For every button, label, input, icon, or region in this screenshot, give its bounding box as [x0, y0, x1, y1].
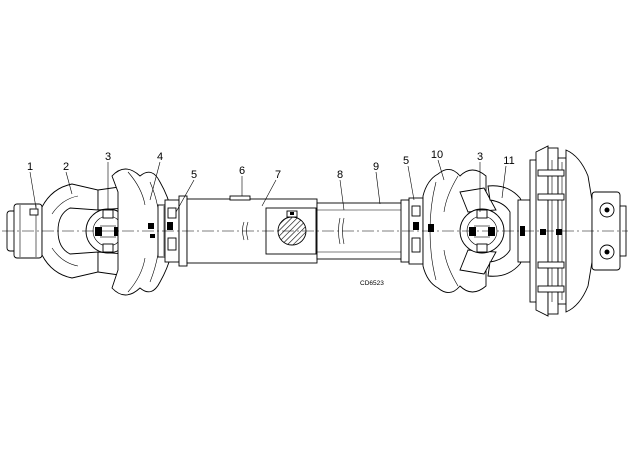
callout-labels: 1 2 3 4 5 6 7 8 9 5 10 3 11: [27, 149, 515, 181]
callout-3-right: 3: [477, 151, 483, 163]
callout-11: 11: [503, 155, 514, 167]
callout-9: 9: [373, 161, 379, 173]
callout-4: 4: [157, 151, 163, 163]
callout-6: 6: [239, 165, 245, 177]
inner-tube-section: [265, 207, 317, 255]
callout-5-right: 5: [403, 155, 409, 167]
callout-1: 1: [27, 161, 33, 173]
leader-lines: [29, 159, 507, 213]
callout-3-left: 3: [105, 151, 111, 163]
right-cross-bearing: [459, 187, 505, 275]
callout-5-left: 5: [191, 169, 197, 181]
drawing-code: CD6523: [360, 280, 384, 287]
callout-7: 7: [275, 169, 281, 181]
callout-2: 2: [63, 161, 69, 173]
callout-10: 10: [431, 149, 443, 161]
callout-8: 8: [337, 169, 343, 181]
